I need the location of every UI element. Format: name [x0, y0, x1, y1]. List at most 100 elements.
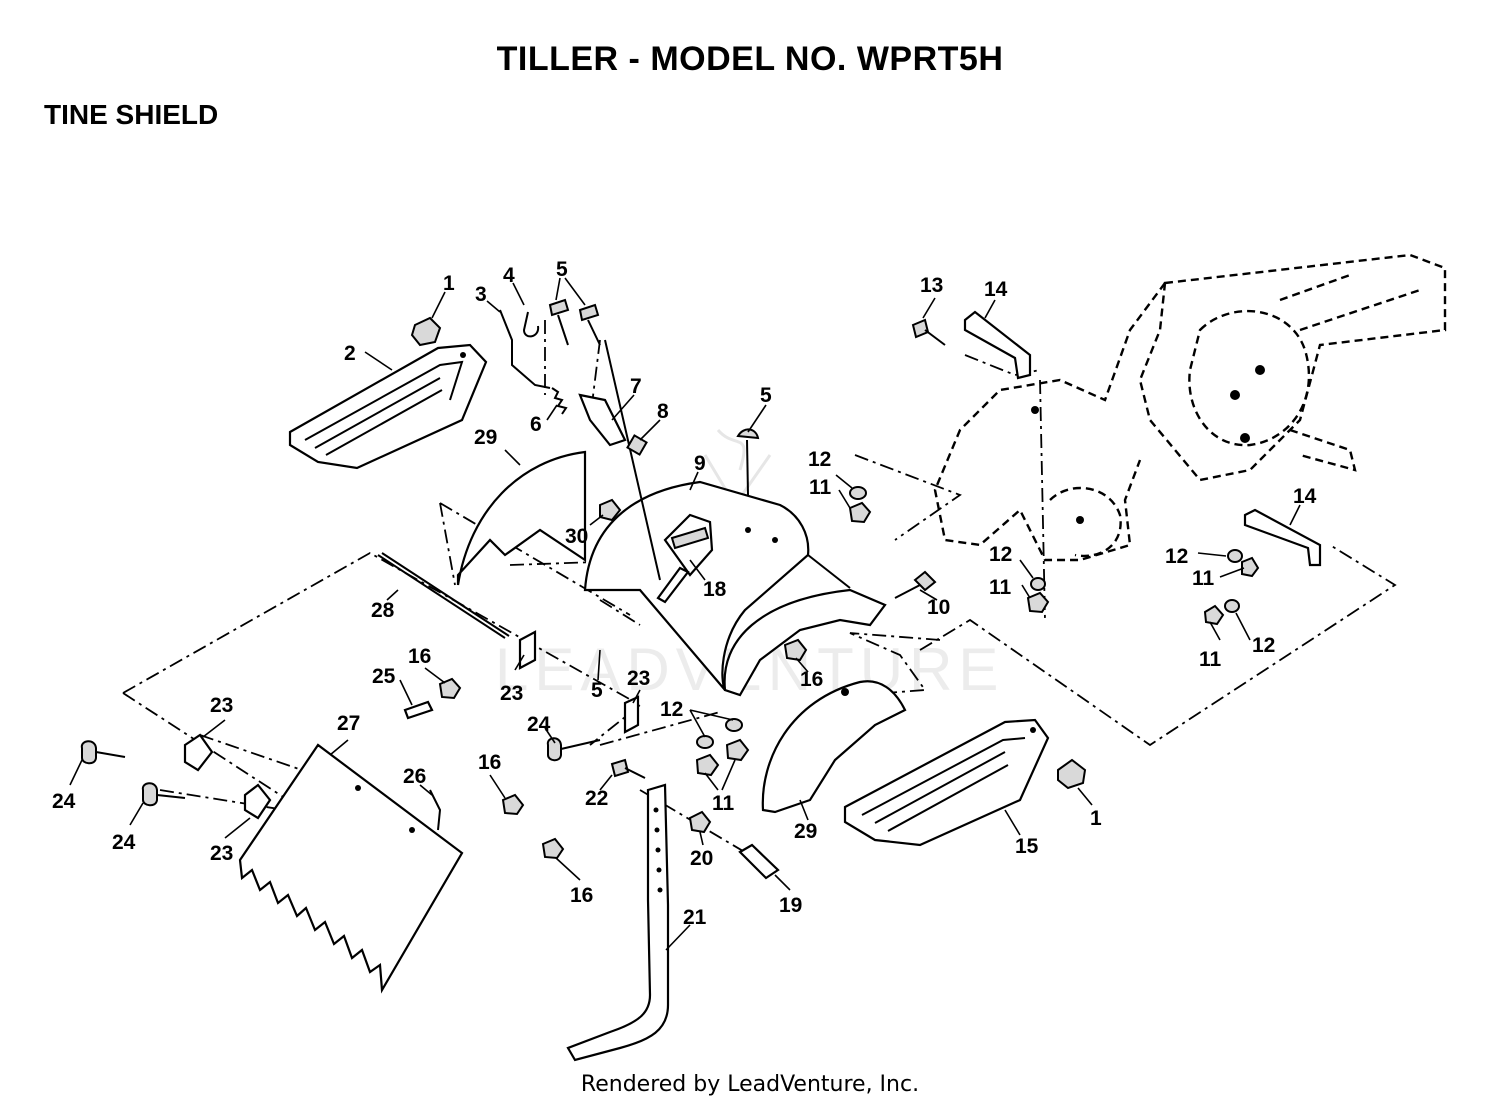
part-15-right-tine-shield-panel[interactable] [843, 718, 1050, 847]
callout-8: 8 [657, 400, 669, 423]
callout-11: 11 [1199, 648, 1222, 671]
part-23-bracket-center-a[interactable] [518, 630, 537, 670]
part-6-spring[interactable] [551, 387, 568, 415]
callout-1: 1 [1090, 807, 1102, 830]
callout-12: 12 [808, 448, 831, 471]
part-16-nut-center[interactable] [783, 638, 808, 662]
part-24-bolt-b[interactable] [141, 782, 186, 807]
callout-14: 14 [984, 278, 1008, 301]
callout-24: 24 [527, 713, 551, 736]
part-12-washer-f[interactable] [696, 735, 714, 749]
part-18-lock-bolt[interactable] [656, 526, 710, 604]
section-title: TINE SHIELD [44, 99, 219, 130]
part-12-washer-b[interactable] [1030, 577, 1046, 591]
part-5-carriage-bolts-top[interactable] [548, 298, 601, 346]
part-4-hairpin-clip[interactable] [522, 311, 540, 338]
part-9-main-tine-shield[interactable] [583, 480, 887, 697]
callout-9: 9 [694, 452, 706, 475]
part-23-bracket-left-b[interactable] [243, 783, 272, 820]
callout-30: 30 [565, 525, 588, 548]
callout-19: 19 [779, 894, 802, 917]
part-30-nut[interactable] [599, 498, 622, 522]
callout-3: 3 [475, 283, 487, 306]
part-12-washer-a[interactable] [849, 486, 867, 500]
callout-24: 24 [52, 790, 76, 813]
part-11-nut-f[interactable] [695, 753, 720, 777]
callout-15: 15 [1015, 835, 1039, 858]
part-14-bracket-top[interactable] [963, 310, 1032, 380]
callout-10: 10 [927, 596, 950, 619]
callout-23: 23 [500, 682, 523, 705]
callout-23: 23 [210, 842, 233, 865]
callout-16: 16 [800, 668, 823, 691]
callout-5: 5 [760, 384, 772, 407]
callout-7: 7 [630, 375, 642, 398]
callout-1: 1 [443, 272, 455, 295]
part-23-bracket-left-a[interactable] [183, 733, 214, 772]
part-16-nut-lower-b[interactable] [541, 837, 565, 860]
callout-16: 16 [408, 645, 431, 668]
part-2-left-tine-shield-panel[interactable] [288, 343, 488, 470]
callout-11: 11 [989, 576, 1012, 599]
callout-12: 12 [989, 543, 1012, 566]
part-24-bolt-c[interactable] [546, 737, 601, 762]
part-11-nut-d[interactable] [1203, 604, 1225, 626]
part-19-pin[interactable] [738, 843, 780, 880]
part-29-side-plate-left[interactable] [456, 450, 587, 586]
page-title: TILLER - MODEL NO. WPRT5H [496, 40, 1004, 78]
part-27-serrated-deflector[interactable] [238, 743, 464, 994]
part-12-washer-c[interactable] [1227, 549, 1243, 563]
callout-6: 6 [530, 413, 542, 436]
part-24-bolt-a[interactable] [80, 740, 126, 765]
callout-11: 11 [1192, 567, 1215, 590]
callout-12: 12 [1252, 634, 1275, 657]
callout-29: 29 [474, 426, 497, 449]
part-1-hex-nut-top[interactable] [410, 316, 442, 347]
part-28-rod[interactable] [377, 552, 510, 639]
callout-21: 21 [683, 906, 707, 929]
callout-16: 16 [570, 884, 593, 907]
part-23-bracket-center-b[interactable] [623, 695, 640, 734]
callout-13: 13 [920, 274, 943, 297]
part-29-side-plate-right[interactable] [761, 680, 907, 814]
callout-23: 23 [627, 667, 650, 690]
part-13-bolt[interactable] [911, 318, 946, 346]
callout-16: 16 [478, 751, 501, 774]
callout-26: 26 [403, 765, 426, 788]
part-14-bracket-right[interactable] [1243, 508, 1322, 567]
callout-18: 18 [703, 578, 727, 601]
part-10-bolt[interactable] [894, 570, 937, 599]
part-3-depth-rod[interactable] [499, 309, 551, 389]
part-12-washer-d[interactable] [1224, 599, 1240, 613]
part-12-washer-e[interactable] [725, 718, 743, 732]
part-21-depth-bar[interactable] [566, 783, 670, 1062]
part-25-pin[interactable] [403, 700, 434, 720]
callout-20: 20 [690, 847, 713, 870]
callout-22: 22 [585, 787, 608, 810]
part-11-nut-b[interactable] [1026, 591, 1050, 614]
tiller-frame-phantom [933, 253, 1447, 562]
part-22-bolt[interactable] [610, 758, 646, 779]
part-16-nut-left[interactable] [438, 677, 462, 700]
callout-24: 24 [112, 831, 136, 854]
part-20-nut[interactable] [688, 810, 712, 834]
part-11-nut-c[interactable] [1241, 556, 1260, 578]
callout-25: 25 [372, 665, 396, 688]
part-11-nut-e[interactable] [725, 738, 750, 762]
callout-11: 11 [809, 476, 832, 499]
footer-credit: Rendered by LeadVenture, Inc. [580, 1072, 920, 1097]
callout-12: 12 [1165, 545, 1188, 568]
part-26-clip[interactable] [429, 789, 442, 831]
part-16-nut-lower-a[interactable] [501, 793, 525, 816]
leader-lines [69, 277, 1301, 951]
part-1-hex-nut-bottom[interactable] [1057, 758, 1087, 790]
part-11-nut-a[interactable] [848, 501, 872, 524]
part-5-carriage-bolt-center[interactable] [736, 428, 760, 496]
callout-27: 27 [337, 712, 360, 735]
part-7-bracket[interactable] [578, 339, 661, 581]
callout-23: 23 [210, 694, 233, 717]
callout-5: 5 [591, 679, 603, 702]
callout-29: 29 [794, 820, 817, 843]
callout-2: 2 [344, 342, 356, 365]
